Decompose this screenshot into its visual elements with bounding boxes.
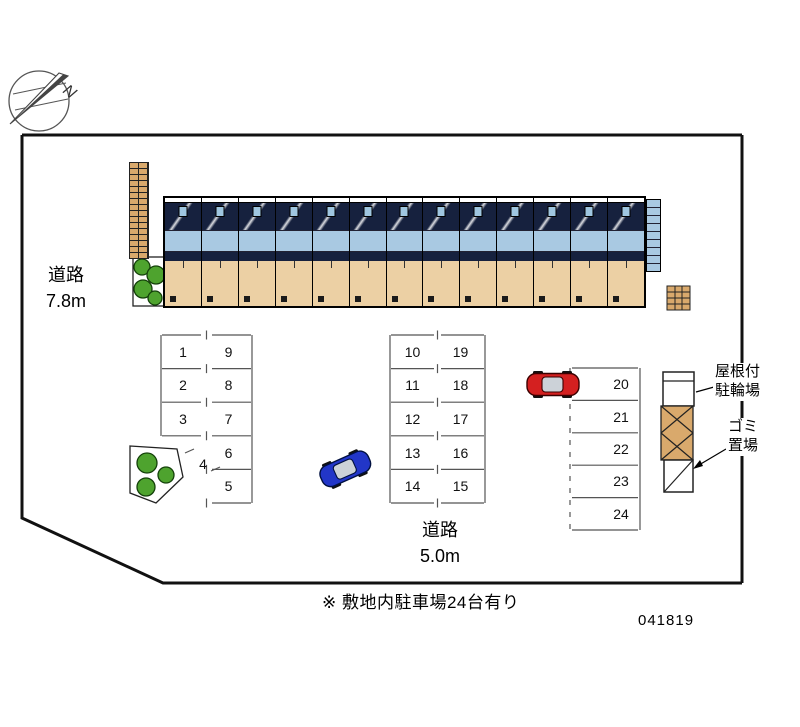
building-unit	[607, 198, 644, 306]
stairwell	[646, 199, 661, 272]
tree-icon	[136, 477, 156, 497]
building-unit	[165, 198, 201, 306]
unit-window	[473, 206, 483, 217]
tree-planter-bottom	[129, 445, 184, 504]
parking-grid	[160, 330, 641, 531]
unit-window	[584, 206, 594, 217]
building-unit	[274, 198, 312, 306]
red-car	[526, 371, 580, 398]
bicycle-shed-leader	[695, 386, 715, 393]
unit-window	[326, 206, 336, 217]
garbage-label: ゴミ 置場	[726, 418, 761, 456]
building-unit	[533, 198, 571, 306]
road-name: 道路	[48, 265, 84, 285]
unit-entry-mark	[502, 296, 509, 302]
unit-entry-mark	[170, 296, 176, 302]
building-unit	[348, 198, 386, 306]
unit-entry-mark	[317, 296, 324, 302]
plan-number: 041819	[638, 612, 695, 629]
unit-entry-mark	[539, 296, 546, 302]
unit-window	[547, 206, 557, 217]
tree-icon	[157, 466, 175, 484]
road-width: 5.0m	[419, 546, 461, 567]
unit-window	[621, 206, 631, 217]
building-unit	[385, 198, 423, 306]
unit-window	[399, 206, 409, 217]
road-width: 7.8m	[45, 291, 87, 312]
brick-wall	[129, 162, 149, 259]
building-unit	[311, 198, 349, 306]
unit-window	[178, 206, 188, 217]
garbage-label-line1: ゴミ	[728, 418, 759, 435]
unit-entry-mark	[576, 296, 583, 302]
road-label-left: 道路 7.8m	[26, 262, 106, 314]
unit-entry-mark	[465, 296, 472, 302]
hatched-shed	[660, 405, 694, 461]
bicycle-shed	[662, 371, 695, 407]
tree-icon	[133, 258, 151, 276]
compass-icon: N	[8, 70, 80, 132]
apartment-building	[163, 196, 646, 308]
unit-entry-mark	[243, 296, 250, 302]
building-unit	[200, 198, 238, 306]
unit-window	[436, 206, 446, 217]
tree-icon	[133, 279, 153, 299]
road-label-bottom: 道路 5.0m	[385, 517, 495, 569]
brick-box	[666, 285, 691, 311]
bicycle-shed-label-line2: 駐輪場	[715, 381, 761, 399]
unit-entry-mark	[280, 296, 287, 302]
unit-window	[252, 206, 262, 217]
unit-entry-mark	[428, 296, 435, 302]
building-unit	[459, 198, 497, 306]
bicycle-shed-label-line1: 屋根付	[715, 363, 761, 380]
tree-planter-top	[132, 256, 166, 307]
building-unit	[496, 198, 534, 306]
tree-icon	[147, 290, 163, 306]
unit-window	[363, 206, 373, 217]
unit-entry-mark	[354, 296, 361, 302]
blue-car	[319, 449, 372, 489]
garbage-leader-arrow	[693, 448, 727, 469]
site-boundary	[20, 133, 744, 585]
building-units	[165, 198, 644, 306]
garbage-box	[663, 459, 694, 493]
unit-entry-mark	[206, 296, 213, 302]
unit-entry-mark	[613, 296, 620, 302]
unit-window	[510, 206, 520, 217]
unit-entry-mark	[391, 296, 398, 302]
building-unit	[570, 198, 608, 306]
site-note: ※ 敷地内駐車場24台有り	[322, 593, 520, 612]
unit-window	[289, 206, 299, 217]
bicycle-shed-label: 屋根付 駐輪場	[713, 363, 763, 401]
garbage-label-line2: 置場	[728, 436, 759, 454]
road-name: 道路	[422, 520, 458, 540]
unit-window	[215, 206, 225, 217]
north-label: N	[60, 82, 80, 103]
tree-icon	[136, 452, 158, 474]
building-unit	[237, 198, 275, 306]
building-unit	[422, 198, 460, 306]
